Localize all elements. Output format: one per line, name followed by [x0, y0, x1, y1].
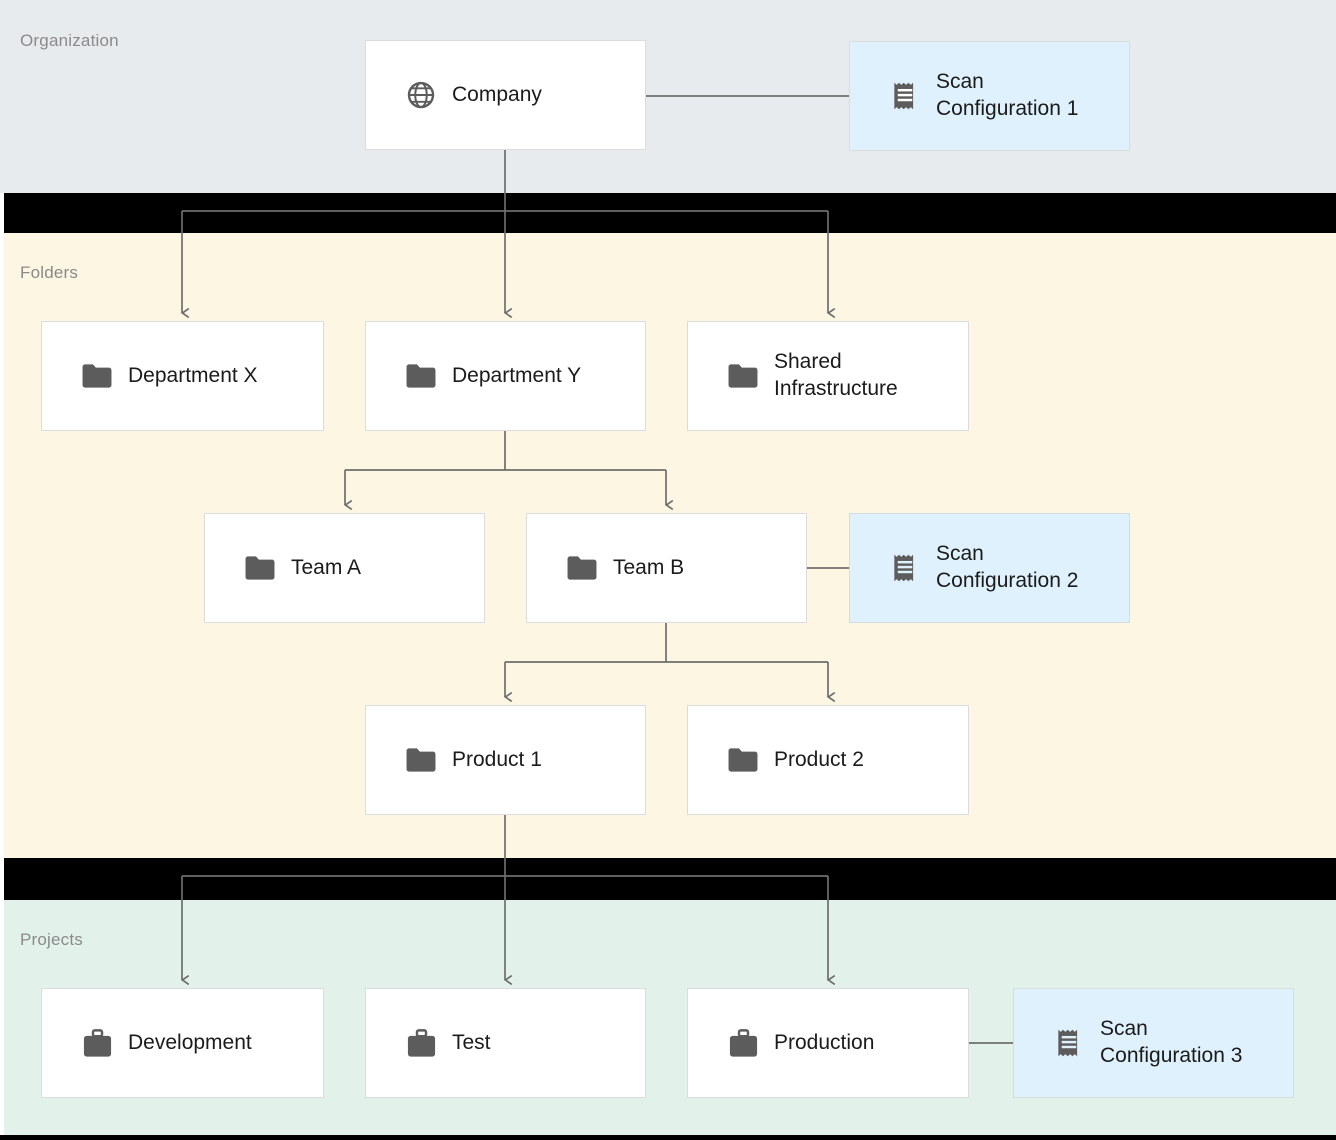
node-product-2[interactable]: Product 2: [687, 705, 969, 815]
folder-icon: [80, 359, 114, 393]
node-shared-infrastructure[interactable]: Shared Infrastructure: [687, 321, 969, 431]
node-label: Product 2: [774, 747, 864, 771]
folder-icon: [565, 551, 599, 585]
node-production[interactable]: Production: [687, 988, 969, 1098]
node-product-1[interactable]: Product 1: [365, 705, 646, 815]
node-scan-configuration-1[interactable]: Scan Configuration 1: [849, 41, 1130, 151]
folder-icon: [243, 551, 277, 585]
node-label: Product 1: [452, 747, 542, 771]
briefcase-icon: [80, 1026, 114, 1060]
divider-band-bottom: [0, 1135, 1336, 1140]
node-label: Scan Configuration 2: [936, 542, 1079, 592]
node-scan-configuration-3[interactable]: Scan Configuration 3: [1013, 988, 1294, 1098]
node-label: Team B: [613, 555, 685, 579]
node-label: Scan Configuration 1: [936, 70, 1079, 120]
node-label: Scan Configuration 3: [1100, 1017, 1243, 1067]
divider-band-org-folders: [0, 193, 1336, 233]
left-gutter-strip: [0, 193, 4, 1135]
node-label: Test: [452, 1030, 491, 1054]
node-label: Production: [774, 1030, 875, 1054]
node-company[interactable]: Company: [365, 40, 646, 150]
folder-icon: [404, 359, 438, 393]
node-label: Department X: [128, 363, 258, 387]
node-label: Company: [452, 82, 542, 106]
receipt-icon: [888, 79, 922, 113]
node-development[interactable]: Development: [41, 988, 324, 1098]
node-label: Department Y: [452, 363, 582, 387]
node-label: Team A: [291, 555, 362, 579]
node-scan-configuration-2[interactable]: Scan Configuration 2: [849, 513, 1130, 623]
node-label: Development: [128, 1030, 252, 1054]
node-department-x[interactable]: Department X: [41, 321, 324, 431]
globe-icon: [404, 78, 438, 112]
node-label: Shared Infrastructure: [774, 350, 898, 400]
organization-section-background: [0, 0, 1336, 193]
briefcase-icon: [404, 1026, 438, 1060]
node-team-b[interactable]: Team B: [526, 513, 807, 623]
section-label-organization: Organization: [20, 31, 119, 50]
receipt-icon: [888, 551, 922, 585]
node-team-a[interactable]: Team A: [204, 513, 485, 623]
folder-icon: [726, 359, 760, 393]
briefcase-icon: [726, 1026, 760, 1060]
section-label-folders: Folders: [20, 263, 79, 282]
node-test[interactable]: Test: [365, 988, 646, 1098]
folder-icon: [726, 743, 760, 777]
folder-icon: [404, 743, 438, 777]
divider-band-folders-projects: [0, 858, 1336, 900]
section-label-projects: Projects: [20, 930, 84, 949]
receipt-icon: [1052, 1026, 1086, 1060]
node-department-y[interactable]: Department Y: [365, 321, 646, 431]
